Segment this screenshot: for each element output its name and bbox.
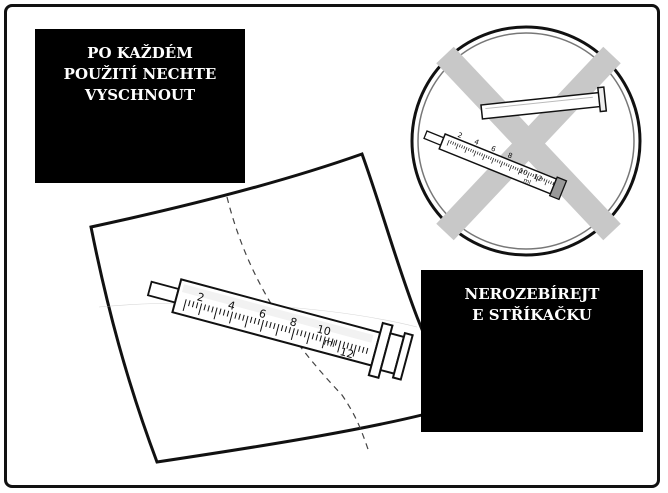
prohibition-circle: 2 4 6 8 10 12 ml (412, 27, 640, 255)
do-not-disassemble-label-box: NEROZEBÍREJT E STŘÍKAČKU (421, 270, 643, 432)
illustration-frame: 2 4 6 8 10 12 ml 2 4 6 8 10 ml 12 (4, 4, 660, 488)
after-use-dry-label-box: PO KAŽDÉM POUŽITÍ NECHTE VYSCHNOUT (35, 29, 245, 183)
after-use-dry-label: PO KAŽDÉM POUŽITÍ NECHTE VYSCHNOUT (35, 43, 245, 106)
do-not-disassemble-label: NEROZEBÍREJT E STŘÍKAČKU (421, 284, 643, 326)
